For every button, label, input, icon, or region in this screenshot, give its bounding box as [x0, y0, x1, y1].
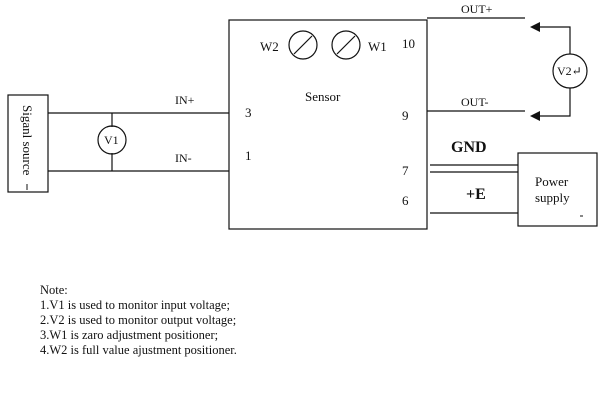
note-item: 1.V1 is used to monitor input voltage;	[40, 298, 230, 312]
sensor-label: Sensor	[305, 89, 341, 104]
in-minus-label: IN-	[175, 151, 192, 165]
power-supply-label-line1: Power	[535, 174, 569, 189]
v2-lead-top	[537, 26, 571, 54]
terminal-7: 7	[402, 163, 409, 178]
plus-e-label: +E	[466, 186, 486, 203]
v2-arrow-top	[530, 22, 540, 32]
v1-meter-label: V1	[104, 133, 119, 147]
notes-block: Note: 1.V1 is used to monitor input volt…	[40, 283, 237, 358]
gnd-label: GND	[451, 139, 487, 156]
terminal-3: 3	[245, 105, 252, 120]
terminal-10: 10	[402, 36, 415, 51]
w1-label: W1	[368, 39, 387, 54]
note-item: 3.W1 is zaro adjustment positioner;	[40, 328, 219, 342]
v2-arrow-bottom	[530, 111, 540, 121]
w1-trimmer	[331, 30, 361, 60]
w2-trimmer-slot	[293, 35, 313, 55]
in-plus-label: IN+	[175, 93, 195, 107]
signal-source-box	[7, 94, 49, 193]
w2-label: W2	[260, 39, 279, 54]
terminal-1: 1	[245, 148, 252, 163]
w1-trimmer-slot	[336, 35, 356, 55]
power-supply-box	[517, 152, 598, 227]
signal-source-label: Siganl source	[20, 105, 35, 176]
note-item: 4.W2 is full value ajustment positioner.	[40, 343, 237, 357]
v1-meter	[97, 125, 127, 155]
note-item: 2.V2 is used to monitor output voltage;	[40, 313, 237, 327]
v2-lead-bottom	[537, 88, 571, 117]
out-plus-label: OUT+	[461, 2, 493, 16]
out-minus-label: OUT-	[461, 95, 489, 109]
sensor-box	[228, 19, 428, 230]
terminal-6: 6	[402, 193, 409, 208]
power-supply-label-line2: supply	[535, 190, 570, 205]
terminal-9: 9	[402, 108, 409, 123]
v2-meter-label: V2↵	[557, 64, 582, 78]
notes-title: Note:	[40, 283, 68, 297]
w2-trimmer	[288, 30, 318, 60]
